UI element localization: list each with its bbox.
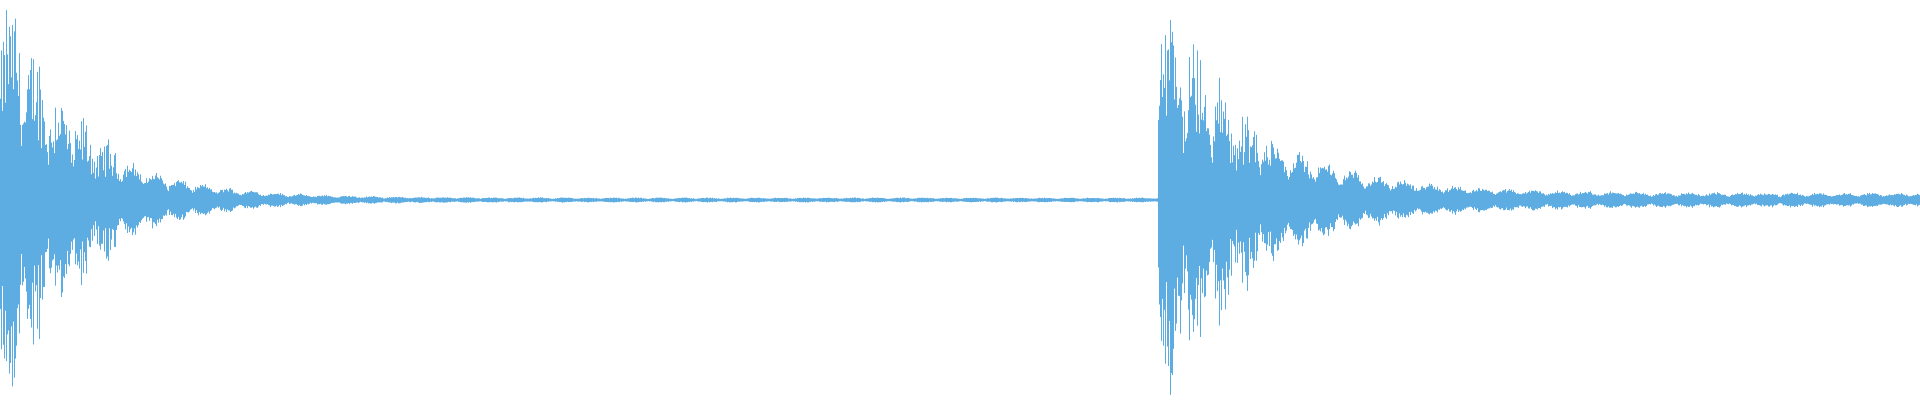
- waveform-columns: [0, 10, 1920, 395]
